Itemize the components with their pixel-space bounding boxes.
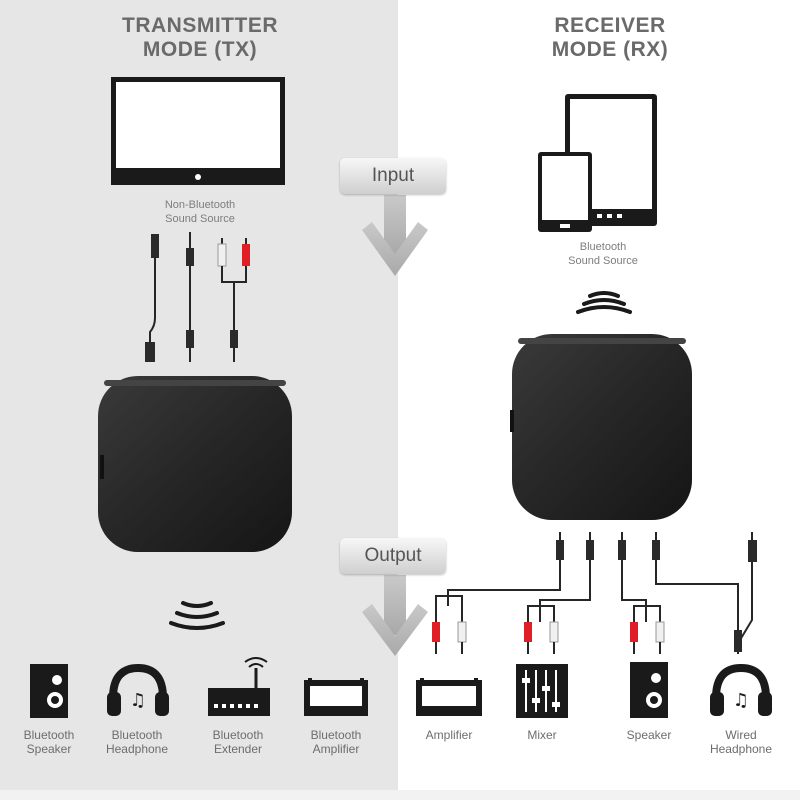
rx-device-icon (510, 334, 692, 520)
label-line1: Speaker (626, 728, 672, 742)
label-line2: Extender (213, 742, 263, 756)
label-line1: Mixer (527, 728, 557, 742)
rx-source-label: Bluetooth Sound Source (540, 240, 666, 268)
svg-text:♫: ♫ (130, 690, 146, 711)
label-line1: Bluetooth (310, 728, 362, 742)
label-line2: Speaker (26, 742, 72, 756)
output-label: Output (340, 538, 446, 574)
tablet-phone-icon (538, 94, 657, 232)
tx-router-icon (208, 657, 270, 716)
tx-cables-icon (145, 232, 250, 362)
rx-headphone-icon: ♫ (710, 663, 772, 716)
rx-output-label-mixer: Mixer (497, 728, 587, 742)
label-line1: Wired (725, 728, 757, 742)
tx-output-label-headphone: Bluetooth Headphone (92, 728, 182, 756)
tx-output-label-amplifier: Bluetooth Amplifier (291, 728, 381, 756)
rx-mixer-icon (516, 664, 568, 718)
input-label: Input (340, 158, 446, 194)
tx-device-icon (98, 376, 292, 552)
tx-amplifier-icon (304, 678, 368, 716)
bottom-strip (0, 790, 800, 800)
label-line2: Headphone (105, 742, 169, 756)
tx-source-line2: Sound Source (165, 213, 235, 225)
output-arrow-icon (362, 575, 428, 656)
rx-wireless-icon (576, 291, 632, 314)
input-arrow-icon (362, 195, 428, 276)
label-line1: Bluetooth (23, 728, 75, 742)
rx-source-line2: Sound Source (568, 255, 638, 267)
rx-source-line1: Bluetooth (579, 241, 627, 253)
tv-monitor-icon (111, 77, 285, 185)
rx-output-label-headphone: Wired Headphone (696, 728, 786, 756)
rx-mode-title: RECEIVER MODE (RX) (510, 14, 710, 62)
svg-text:♫: ♫ (733, 690, 749, 711)
rx-title-line1: RECEIVER (554, 14, 666, 37)
tx-speaker-icon (30, 664, 68, 718)
tx-title-line1: TRANSMITTER (122, 14, 278, 37)
rx-output-label-speaker: Speaker (604, 728, 694, 742)
label-line2: Amplifier (312, 742, 360, 756)
tx-source-label: Non-Bluetooth Sound Source (130, 198, 270, 226)
tx-headphone-icon: ♫ (107, 663, 169, 716)
label-line2: Headphone (709, 742, 773, 756)
rx-output-label-amplifier: Amplifier (404, 728, 494, 742)
label-line1: Bluetooth (111, 728, 163, 742)
rx-cables-icon (432, 532, 757, 654)
tx-wireless-icon (169, 601, 225, 630)
tx-source-line1: Non-Bluetooth (164, 199, 236, 211)
tx-output-label-speaker: Bluetooth Speaker (4, 728, 94, 756)
rx-amplifier-icon (416, 678, 482, 716)
tx-mode-title: TRANSMITTER MODE (TX) (100, 14, 300, 62)
rx-title-line2: MODE (RX) (551, 38, 669, 61)
label-line1: Amplifier (425, 728, 473, 742)
tx-output-label-extender: Bluetooth Extender (193, 728, 283, 756)
tx-title-line2: MODE (TX) (142, 38, 258, 61)
rx-speaker-icon (630, 662, 668, 718)
label-line1: Bluetooth (212, 728, 264, 742)
